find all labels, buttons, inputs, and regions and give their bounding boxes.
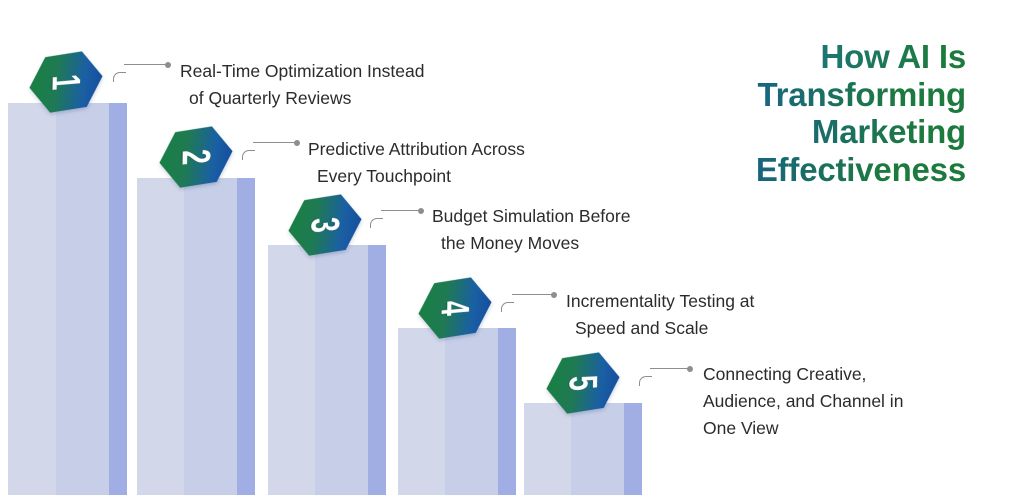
callout-line: One View bbox=[703, 417, 779, 438]
connector-dot bbox=[294, 139, 300, 146]
step-badge-1[interactable]: 1 bbox=[27, 47, 105, 118]
title-line-3: Marketing bbox=[666, 113, 966, 151]
connector-dot bbox=[418, 207, 424, 214]
connector-line-2 bbox=[242, 139, 300, 160]
step-badge-4[interactable]: 4 bbox=[416, 273, 494, 344]
step-number: 5 bbox=[561, 373, 607, 393]
connector-line-5 bbox=[639, 365, 693, 386]
connector-rule bbox=[381, 210, 420, 212]
page-title: How AI Is Transforming Marketing Effecti… bbox=[666, 38, 966, 188]
callout-line: Real-Time Optimization Instead bbox=[180, 61, 425, 81]
bar-face-front bbox=[445, 320, 499, 495]
bar-step-2 bbox=[136, 150, 256, 495]
connector-rule bbox=[253, 142, 296, 144]
bar-face-front bbox=[571, 395, 625, 495]
bar-step-1 bbox=[7, 75, 128, 495]
bar-face-left bbox=[268, 237, 316, 495]
title-line-2: Transforming bbox=[666, 76, 967, 114]
title-line-4: Effectiveness bbox=[666, 151, 966, 189]
callout-line: Incrementality Testing at bbox=[566, 291, 755, 311]
step-badge-3[interactable]: 3 bbox=[286, 190, 364, 261]
bar-body bbox=[137, 170, 255, 495]
bar-body bbox=[524, 395, 642, 495]
bar-face-left bbox=[524, 395, 572, 495]
connector-line-3 bbox=[370, 207, 424, 228]
bar-face-right bbox=[237, 170, 255, 495]
callout-line: Budget Simulation Before bbox=[432, 206, 631, 226]
step-number: 3 bbox=[303, 215, 349, 235]
connector-rule bbox=[512, 294, 553, 296]
step-badge-2[interactable]: 2 bbox=[157, 122, 235, 193]
bar-face-front bbox=[315, 237, 369, 495]
bar-face-right bbox=[498, 320, 516, 495]
step-number: 2 bbox=[174, 147, 220, 167]
bar-face-right bbox=[368, 237, 386, 495]
callout-label-3: Budget Simulation Before the Money Moves bbox=[432, 203, 630, 257]
connector-rule bbox=[124, 64, 167, 66]
connector-dot bbox=[687, 365, 693, 372]
connector-line-4 bbox=[501, 291, 557, 312]
callout-line: of Quarterly Reviews bbox=[189, 87, 352, 108]
connector-dot bbox=[551, 291, 557, 298]
callout-line: Every Touchpoint bbox=[317, 165, 451, 186]
bar-face-left bbox=[137, 170, 185, 495]
bar-face-front bbox=[55, 95, 110, 495]
title-line-1: How AI Is bbox=[666, 38, 967, 76]
callout-label-2: Predictive Attribution Across Every Touc… bbox=[308, 136, 525, 190]
bar-body bbox=[398, 320, 516, 495]
connector-elbow bbox=[501, 302, 514, 312]
connector-elbow bbox=[639, 376, 652, 386]
bar-body bbox=[8, 95, 127, 495]
bar-face-right bbox=[624, 395, 642, 495]
bar-face-front bbox=[184, 170, 238, 495]
connector-elbow bbox=[370, 218, 383, 228]
bar-face-right bbox=[109, 95, 127, 495]
callout-label-4: Incrementality Testing at Speed and Scal… bbox=[566, 288, 754, 342]
callout-label-5: Connecting Creative, Audience, and Chann… bbox=[703, 361, 903, 442]
connector-dot bbox=[165, 61, 171, 68]
callout-line: Speed and Scale bbox=[575, 317, 709, 338]
callout-label-1: Real-Time Optimization Instead of Quarte… bbox=[180, 58, 424, 112]
callout-line: Connecting Creative, bbox=[703, 364, 867, 384]
bar-body bbox=[268, 237, 386, 495]
bar-step-4 bbox=[397, 300, 517, 495]
step-number: 1 bbox=[44, 72, 90, 92]
callout-line: Audience, and Channel in bbox=[703, 390, 904, 411]
callout-line: the Money Moves bbox=[441, 232, 580, 253]
bar-face-left bbox=[8, 95, 56, 495]
connector-rule bbox=[650, 368, 689, 370]
step-number: 4 bbox=[433, 298, 479, 318]
connector-elbow bbox=[242, 150, 255, 160]
step-badge-5[interactable]: 5 bbox=[544, 348, 622, 419]
connector-line-1 bbox=[113, 61, 171, 82]
callout-line: Predictive Attribution Across bbox=[308, 139, 525, 159]
bar-step-3 bbox=[267, 217, 387, 495]
connector-elbow bbox=[113, 72, 126, 82]
bar-face-left bbox=[398, 320, 446, 495]
